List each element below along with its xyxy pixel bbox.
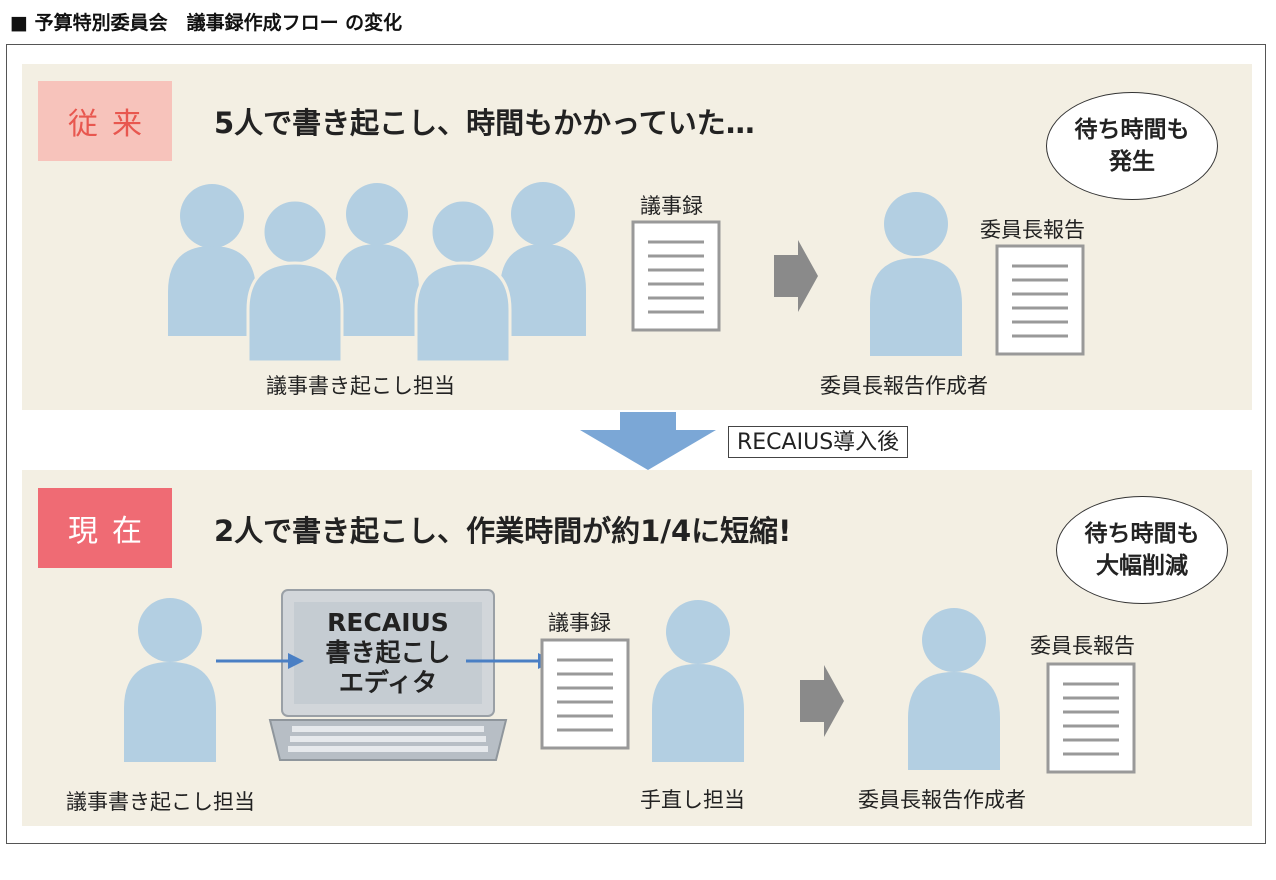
after-tag: 現在 (38, 488, 172, 568)
page-title: ■ 予算特別委員会 議事録作成フロー の変化 (10, 12, 403, 34)
before-headline: 5人で書き起こし、時間もかかっていた… (214, 106, 755, 140)
minutes-label: 議事録 (548, 611, 611, 635)
document-icon (995, 244, 1085, 356)
person-icon (652, 600, 744, 762)
screen-line-3: エディタ (338, 668, 438, 697)
screen-line-2: 書き起こし (325, 638, 451, 667)
transcriber-label: 議事書き起こし担当 (66, 790, 255, 814)
bubble-line-2: 大幅削減 (1096, 553, 1188, 579)
person-icon (908, 608, 1000, 770)
laptop-screen-text: RECAIUS 書き起こし エディタ (294, 608, 482, 698)
document-icon (540, 638, 630, 750)
reporter-label: 委員長報告作成者 (858, 788, 1026, 812)
report-label: 委員長報告 (1030, 634, 1135, 658)
after-headline: 2人で書き起こし、作業時間が約1/4に短縮! (214, 514, 792, 548)
transcribers-label: 議事書き起こし担当 (266, 374, 455, 398)
wait-bubble-before: 待ち時間も 発生 (1046, 92, 1218, 200)
wait-bubble-after: 待ち時間も 大幅削減 (1056, 496, 1228, 604)
gray-arrow-icon (774, 240, 818, 312)
document-icon (631, 220, 721, 332)
person-icon (168, 184, 256, 336)
editor-label: 手直し担当 (640, 788, 745, 812)
person-icon (246, 198, 344, 364)
person-icon (335, 183, 419, 336)
screen-line-1: RECAIUS (327, 608, 449, 637)
bubble-line-2: 発生 (1109, 149, 1155, 175)
before-tag: 従来 (38, 81, 172, 161)
laptop-icon (268, 589, 508, 761)
bubble-line-1: 待ち時間も (1074, 117, 1190, 143)
down-arrow-icon (580, 412, 716, 470)
person-icon (124, 598, 216, 762)
person-icon (500, 182, 586, 336)
gray-arrow-icon (800, 665, 844, 737)
flow-arrow-icon (216, 653, 304, 669)
diagram-frame (6, 44, 1266, 844)
reporter-label: 委員長報告作成者 (820, 374, 988, 398)
bubble-line-1: 待ち時間も (1084, 521, 1200, 547)
person-icon (870, 192, 962, 356)
document-icon (1046, 662, 1136, 774)
person-icon (414, 198, 512, 364)
transition-label: RECAIUS導入後 (728, 426, 909, 458)
minutes-label: 議事録 (640, 194, 703, 218)
report-label: 委員長報告 (980, 218, 1085, 242)
